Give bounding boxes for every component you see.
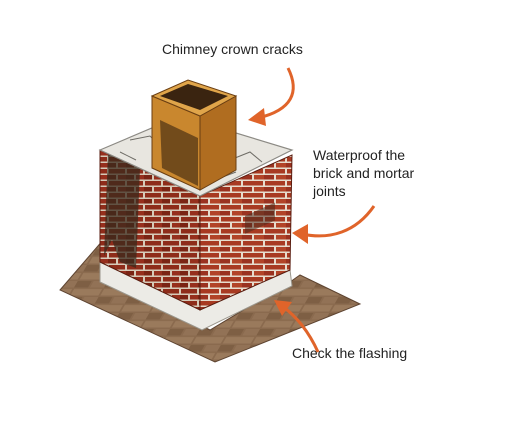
- label-waterproof-line-3: joints: [313, 183, 346, 199]
- arrow-waterproof: [301, 205, 376, 238]
- flue-opening: [160, 84, 228, 110]
- flue-soot: [160, 120, 198, 186]
- arrow-flashing-head: [274, 300, 292, 316]
- arrow-waterproof-head: [292, 224, 308, 244]
- water-stain: [104, 152, 140, 268]
- damaged-mortar: [245, 202, 275, 234]
- label-waterproof-line-2: brick and mortar: [313, 165, 415, 181]
- label-waterproof-line-1: Waterproof the: [313, 147, 406, 163]
- crown-cracks: [119, 135, 263, 179]
- label-check-flashing: Check the flashing: [292, 345, 408, 361]
- arrow-crown: [257, 67, 295, 120]
- arrow-crown-head: [248, 108, 266, 126]
- label-chimney-crown-cracks: Chimney crown cracks: [162, 41, 303, 57]
- label-waterproof-joints: Waterproof the brick and mortar joints: [313, 146, 443, 200]
